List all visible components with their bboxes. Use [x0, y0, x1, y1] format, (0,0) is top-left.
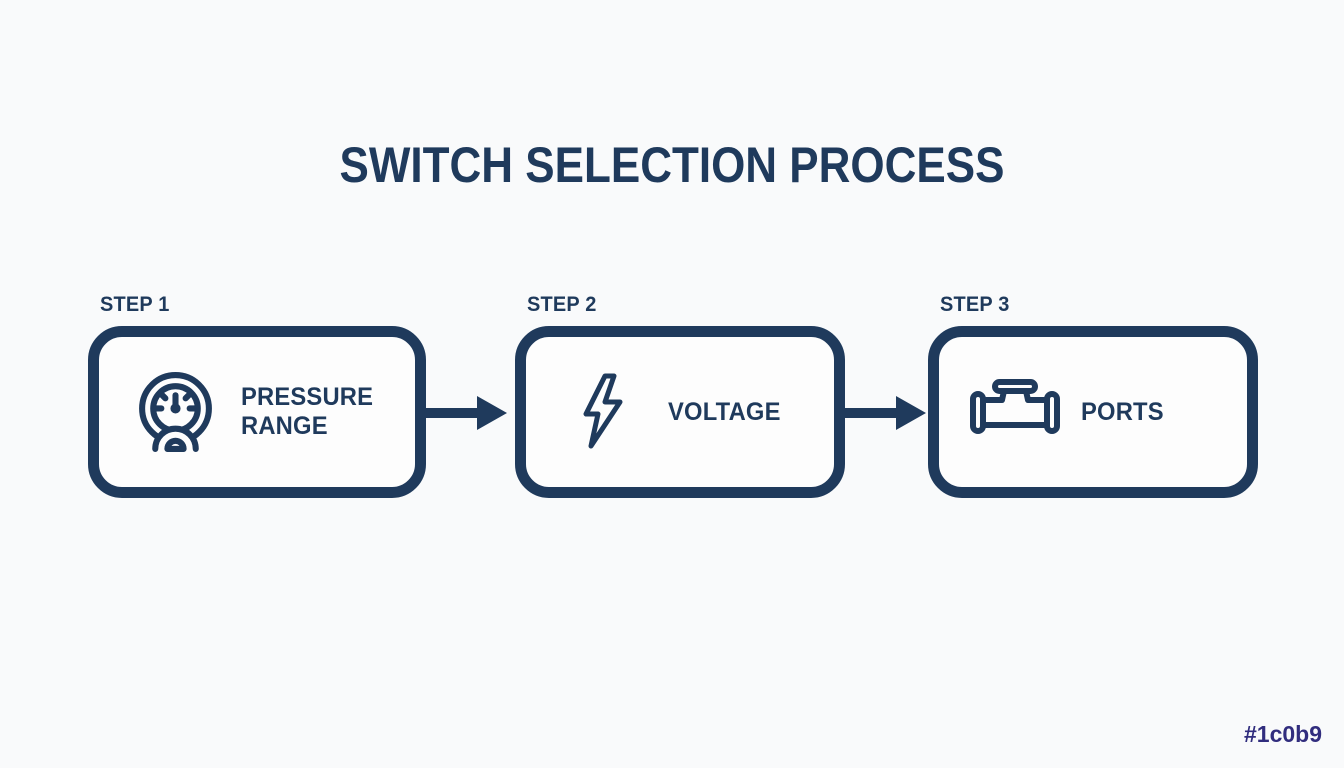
step-3-label: STEP 3	[940, 293, 1010, 316]
step-3-name: PORTS	[1081, 397, 1164, 426]
step-1: STEP 1 PRESSURE RANGE	[88, 293, 426, 498]
step-2-name: VOLTAGE	[668, 397, 781, 426]
arrow-step2-to-step3	[845, 396, 926, 430]
step-3: STEP 3 PORTS	[928, 293, 1258, 498]
step-1-box: PRESSURE RANGE	[88, 326, 426, 498]
step-2: STEP 2 VOLTAGE	[515, 293, 845, 498]
watermark-code: #1c0b9	[1243, 721, 1322, 747]
step-1-name: PRESSURE RANGE	[241, 383, 374, 440]
pipe-tee-icon	[969, 379, 1061, 445]
step-2-label: STEP 2	[527, 293, 597, 316]
lightning-bolt-icon	[556, 372, 648, 452]
step-2-box: VOLTAGE	[515, 326, 845, 498]
arrow-step1-to-step2	[426, 396, 507, 430]
step-1-label: STEP 1	[100, 293, 170, 316]
pressure-gauge-icon	[129, 370, 221, 455]
step-3-box: PORTS	[928, 326, 1258, 498]
page-title: SWITCH SELECTION PROCESS	[339, 137, 1005, 193]
